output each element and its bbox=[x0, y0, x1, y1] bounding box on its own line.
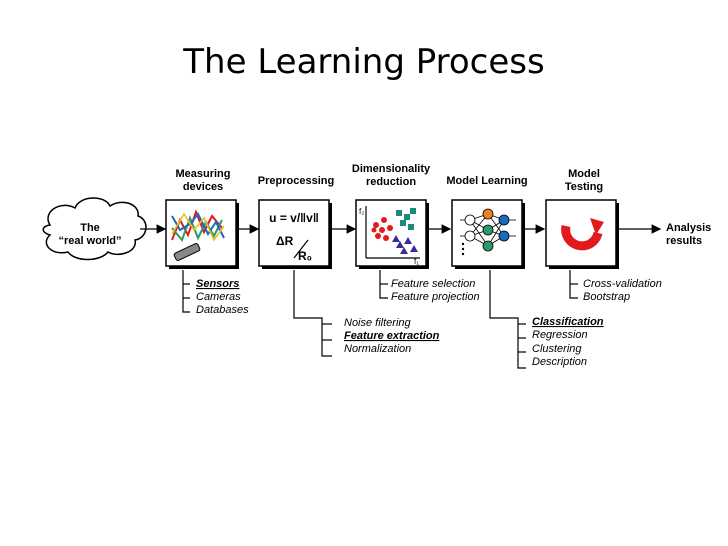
probe-icon bbox=[173, 243, 201, 261]
output-label-1: Analysis bbox=[666, 222, 711, 234]
ellipsis-dots bbox=[461, 242, 465, 256]
list-item-cameras: Cameras bbox=[196, 291, 241, 303]
teal-cluster bbox=[396, 208, 416, 230]
dimred-bracket: Feature selection Feature projection bbox=[379, 270, 480, 303]
page-title: The Learning Process bbox=[183, 42, 545, 82]
list-item-normalization: Normalization bbox=[344, 343, 411, 355]
axis-f2-label: f₂ bbox=[359, 207, 364, 216]
neural-network-icon bbox=[460, 208, 516, 252]
list-item-noise-filtering: Noise filtering bbox=[344, 317, 412, 329]
list-item-cross-validation: Cross-validation bbox=[583, 278, 662, 290]
list-item-feature-projection: Feature projection bbox=[391, 291, 480, 303]
preprocessing-box: u = v/‖v‖ ΔR R₀ bbox=[258, 199, 332, 269]
axis-f1-label: f₁ bbox=[414, 257, 419, 266]
r0-label: R₀ bbox=[298, 249, 312, 263]
measuring-devices-box bbox=[165, 199, 239, 269]
normalization-formula: u = v/‖v‖ bbox=[269, 211, 319, 225]
real-world-cloud: The “real world” bbox=[42, 197, 147, 261]
list-item-databases: Databases bbox=[196, 304, 249, 316]
list-item-clustering: Clustering bbox=[532, 343, 582, 355]
signal-line-yellow bbox=[171, 212, 225, 242]
list-item-feature-selection: Feature selection bbox=[391, 278, 475, 290]
list-item-feature-extraction: Feature extraction bbox=[344, 330, 440, 342]
signal-line-blue bbox=[171, 212, 225, 239]
signal-line-green bbox=[171, 215, 223, 242]
stage-label-dimred-1: Dimensionality bbox=[352, 163, 431, 175]
delta-r-label: ΔR bbox=[276, 234, 294, 248]
stage-label-testing-2: Testing bbox=[565, 181, 603, 193]
list-item-sensors: Sensors bbox=[196, 278, 239, 290]
stage-label-learning: Model Learning bbox=[446, 175, 527, 187]
stage-label-measuring-2: devices bbox=[183, 181, 223, 193]
stage-label-preprocessing: Preprocessing bbox=[258, 175, 334, 187]
model-learning-box bbox=[451, 199, 525, 269]
red-cluster bbox=[371, 217, 393, 241]
preprocessing-bracket: Noise filtering Feature extraction Norma… bbox=[293, 270, 440, 357]
output-label-2: results bbox=[666, 235, 702, 247]
list-item-regression: Regression bbox=[532, 329, 588, 341]
dimred-box: f₂ f₁ bbox=[355, 199, 429, 269]
learning-bracket: Classification Regression Clustering Des… bbox=[489, 270, 604, 369]
list-item-description: Description bbox=[532, 356, 587, 368]
stage-label-testing-1: Model bbox=[568, 168, 600, 180]
stage-label-measuring-1: Measuring bbox=[175, 168, 230, 180]
list-item-classification: Classification bbox=[532, 316, 604, 328]
measuring-bracket: Sensors Cameras Databases bbox=[182, 270, 249, 316]
model-testing-box bbox=[545, 199, 619, 269]
purple-cluster bbox=[392, 235, 418, 254]
real-world-label-1: The bbox=[80, 222, 100, 234]
stage-label-dimred-2: reduction bbox=[366, 176, 416, 188]
testing-bracket: Cross-validation Bootstrap bbox=[569, 270, 662, 303]
real-world-label-2: “real world” bbox=[59, 235, 122, 247]
list-item-bootstrap: Bootstrap bbox=[583, 291, 630, 303]
refresh-cycle-icon bbox=[561, 218, 604, 251]
